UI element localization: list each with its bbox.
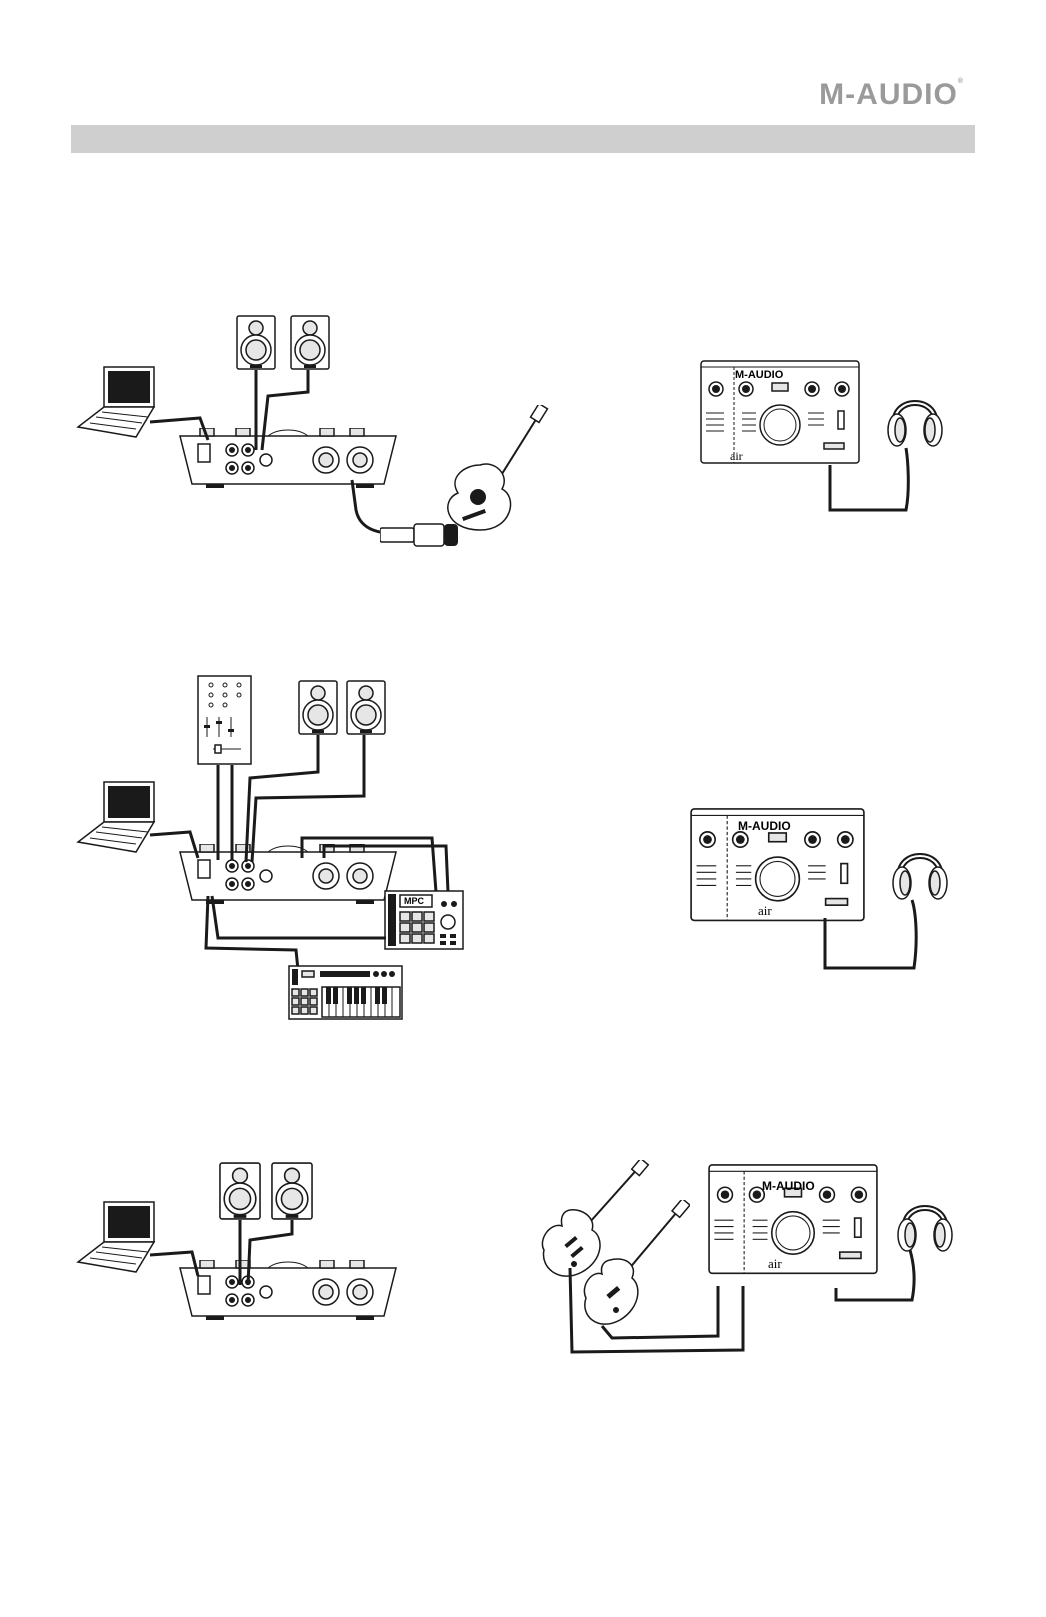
laptop-icon	[78, 367, 154, 437]
mpc-label: MPC	[404, 896, 425, 906]
section-header-bar	[71, 125, 975, 153]
microphone-icon	[380, 524, 458, 546]
headphones-icon	[893, 854, 947, 899]
studio-monitor-icon	[291, 316, 329, 369]
studio-monitor-icon	[272, 1163, 312, 1219]
dj-mixer-icon	[198, 676, 251, 764]
studio-monitor-icon	[220, 1163, 260, 1219]
front-setup-diagram-1: M-AUDIO air	[690, 350, 980, 530]
front-brand-text: M-AUDIO	[762, 1179, 815, 1193]
interface-rear-panel	[180, 1260, 396, 1320]
front-brand-text: M-AUDIO	[738, 819, 791, 833]
bass-guitar-icon	[584, 1199, 690, 1325]
laptop-icon	[78, 782, 154, 852]
studio-monitor-icon	[237, 316, 275, 369]
model-mark-text: air	[758, 903, 772, 918]
brand-logo: M-AUDIO®	[819, 78, 964, 112]
midi-keyboard-icon	[289, 966, 402, 1019]
headphones-icon	[898, 1206, 952, 1251]
studio-monitor-icon	[347, 681, 385, 734]
front-setup-diagram-2: M-AUDIO air	[690, 800, 980, 990]
rear-setup-diagram-2: MPC	[0, 670, 600, 1040]
model-mark-text: air	[768, 1256, 782, 1271]
rear-setup-diagram-1	[0, 300, 600, 580]
headphones-icon	[888, 401, 942, 446]
model-mark-text: air	[730, 449, 743, 463]
studio-monitor-icon	[299, 681, 337, 734]
front-setup-diagram-3: M-AUDIO air	[540, 1160, 980, 1400]
acoustic-guitar-icon	[448, 404, 548, 530]
front-brand-text: M-AUDIO	[735, 369, 784, 381]
rear-setup-diagram-3	[0, 1160, 600, 1370]
interface-rear-panel	[180, 428, 396, 488]
laptop-icon	[78, 1202, 154, 1272]
electric-guitar-icon	[542, 1160, 648, 1276]
interface-rear-panel	[180, 844, 396, 904]
drum-machine-icon	[385, 891, 463, 949]
